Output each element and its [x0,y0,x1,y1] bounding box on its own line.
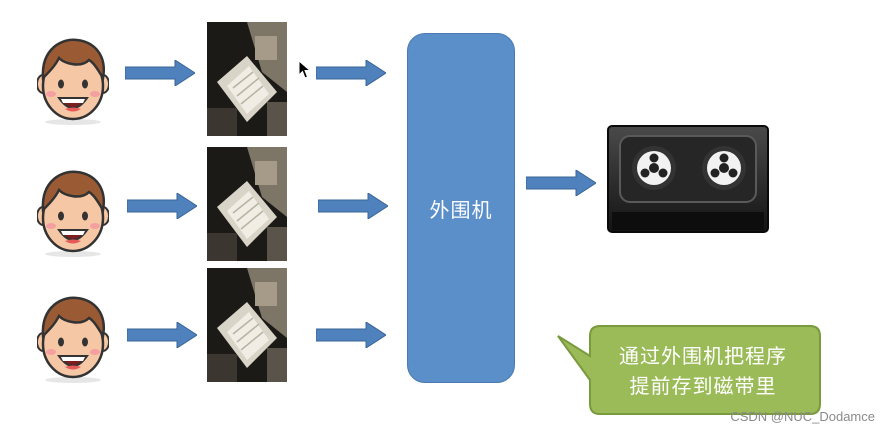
punch-card-machine-photo [207,147,287,261]
watermark: CSDN @NUC_Dodamce [730,409,875,424]
magnetic-tape-icon [607,125,769,233]
arrow-right-icon [125,60,195,86]
punch-card-machine-photo [207,268,287,382]
arrow-right-icon [318,193,388,219]
arrow-right-icon [316,60,386,86]
smiling-man-icon [37,296,109,383]
arrow-right-icon [316,322,386,348]
peripheral-machine-label: 外围机 [429,197,493,222]
mouse-cursor-icon [298,60,312,79]
arrow-right-icon [127,193,197,219]
punch-card-machine-photo [207,22,287,136]
arrow-right-icon [127,322,197,348]
peripheral-machine-box: 外围机 [407,33,515,383]
speech-bubble-icon [557,325,821,415]
callout-line-2: 提前存到磁带里 [629,374,777,398]
arrow-right-icon [526,170,596,196]
smiling-man-icon [37,170,109,257]
callout-line-1: 通过外围机把程序 [619,344,787,368]
callout-text: 通过外围机把程序 提前存到磁带里 [585,330,821,412]
smiling-man-icon [37,38,109,125]
